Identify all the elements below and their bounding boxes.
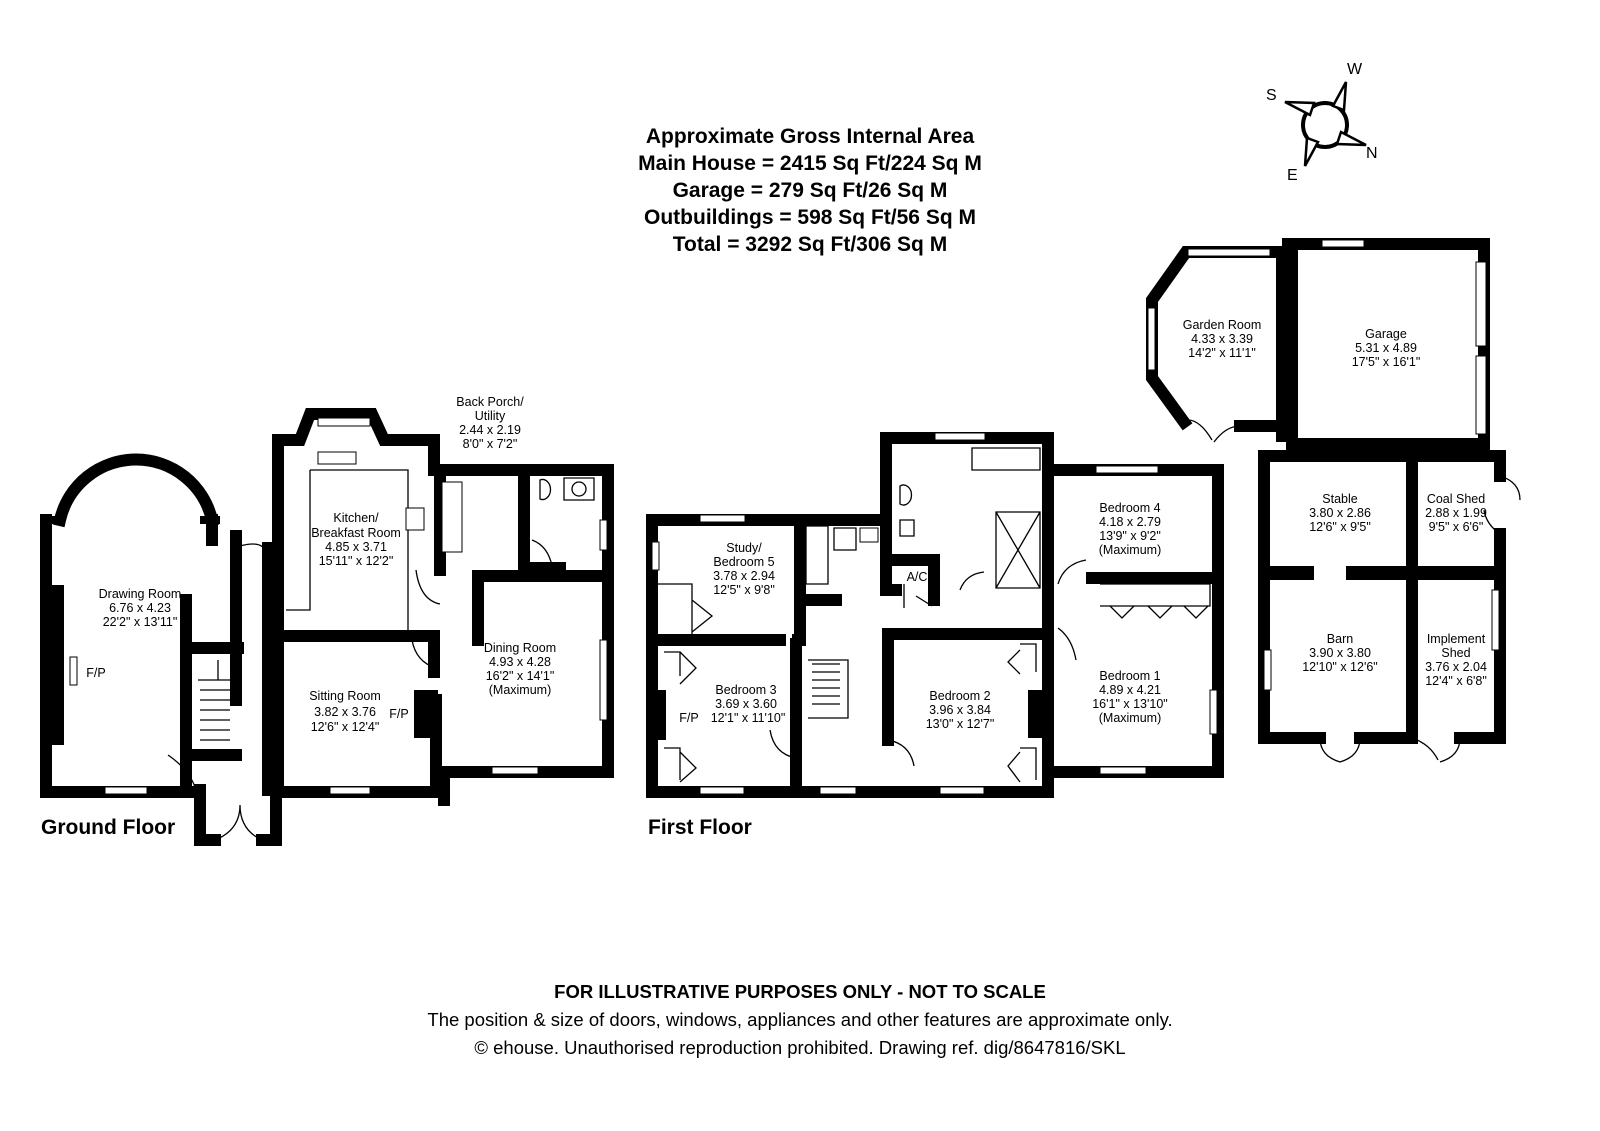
room-bedroom-4: Bedroom 4 4.18 x 2.79 13'9" x 9'2" (Maxi… <box>1099 501 1162 557</box>
room-bedroom-1-imperial: 16'1" x 13'10" <box>1092 697 1168 711</box>
first-floor-label: First Floor <box>648 816 752 839</box>
ground-floor-label: Ground Floor <box>41 816 176 839</box>
area-main-house: Main House = 2415 Sq Ft/224 Sq M <box>638 152 982 175</box>
disclaimer-line-1: The position & size of doors, windows, a… <box>427 1009 1173 1030</box>
room-sitting: Sitting Room 3.82 x 3.76 12'6" x 12'4" F… <box>309 689 409 734</box>
room-garden-name: Garden Room <box>1183 318 1262 332</box>
compass-icon: W N E S <box>1266 61 1378 184</box>
outbuildings-plan <box>1146 238 1521 763</box>
room-sitting-imperial: 12'6" x 12'4" <box>311 720 380 734</box>
room-ac: A/C <box>907 570 928 584</box>
room-barn-metric: 3.90 x 3.80 <box>1309 646 1371 660</box>
room-bedroom-4-metric: 4.18 x 2.79 <box>1099 515 1161 529</box>
room-barn-imperial: 12'10" x 12'6" <box>1302 660 1378 674</box>
room-stable-metric: 3.80 x 2.86 <box>1309 506 1371 520</box>
room-porch-name2: Utility <box>475 409 506 423</box>
room-bedroom-2: Bedroom 2 3.96 x 3.84 13'0" x 12'7" <box>926 689 995 731</box>
room-study-name1: Study/ <box>726 541 762 555</box>
compass-s: S <box>1266 87 1277 104</box>
room-garage-metric: 5.31 x 4.89 <box>1355 341 1417 355</box>
room-bedroom-3-imperial: 12'1" x 11'10" <box>711 711 786 725</box>
room-study-metric: 3.78 x 2.94 <box>713 569 775 583</box>
room-drawing-name: Drawing Room <box>99 587 182 601</box>
room-porch-imperial: 8'0" x 7'2" <box>463 437 518 451</box>
room-stable-imperial: 12'6" x 9'5" <box>1309 520 1371 534</box>
room-bedroom-2-name: Bedroom 2 <box>929 689 990 703</box>
room-barn: Barn 3.90 x 3.80 12'10" x 12'6" <box>1302 632 1378 674</box>
room-stable: Stable 3.80 x 2.86 12'6" x 9'5" <box>1309 492 1371 534</box>
room-drawing-imperial: 22'2" x 13'11" <box>103 615 178 629</box>
room-drawing-fireplace: F/P <box>86 666 105 680</box>
room-bedroom-1-note: (Maximum) <box>1099 711 1162 725</box>
room-bedroom-1-name: Bedroom 1 <box>1099 669 1160 683</box>
area-heading: Approximate Gross Internal Area <box>645 125 975 148</box>
ground-floor-plan <box>40 408 614 846</box>
room-implement-shed: Implement Shed 3.76 x 2.04 12'4" x 6'8" <box>1425 632 1487 688</box>
room-bedroom-1-metric: 4.89 x 4.21 <box>1099 683 1161 697</box>
room-study-imperial: 12'5" x 9'8" <box>713 583 775 597</box>
disclaimer-line-2: © ehouse. Unauthorised reproduction proh… <box>474 1037 1126 1058</box>
room-garage-imperial: 17'5" x 16'1" <box>1352 355 1421 369</box>
room-kitchen-metric: 4.85 x 3.71 <box>325 540 387 554</box>
area-total: Total = 3292 Sq Ft/306 Sq M <box>672 233 948 256</box>
room-bedroom-4-note: (Maximum) <box>1099 543 1162 557</box>
room-kitchen-imperial: 15'11" x 12'2" <box>319 554 394 568</box>
room-bedroom-3-fireplace: F/P <box>679 711 698 725</box>
room-kitchen: Kitchen/ Breakfast Room 4.85 x 3.71 15'1… <box>311 511 401 568</box>
room-garden-metric: 4.33 x 3.39 <box>1191 332 1253 346</box>
room-coal-shed-name: Coal Shed <box>1427 492 1485 506</box>
room-dining-metric: 4.93 x 4.28 <box>489 655 551 669</box>
area-summary: Approximate Gross Internal Area Main Hou… <box>600 123 1020 258</box>
room-garage: Garage 5.31 x 4.89 17'5" x 16'1" <box>1352 327 1421 369</box>
room-study: Study/ Bedroom 5 3.78 x 2.94 12'5" x 9'8… <box>713 541 775 597</box>
room-porch: Back Porch/ Utility 2.44 x 2.19 8'0" x 7… <box>456 395 524 451</box>
room-bedroom-2-imperial: 13'0" x 12'7" <box>926 717 995 731</box>
room-sitting-metric: 3.82 x 3.76 <box>314 705 376 719</box>
compass-e: E <box>1287 167 1298 184</box>
room-kitchen-name1: Kitchen/ <box>333 511 379 525</box>
disclaimer-title: FOR ILLUSTRATIVE PURPOSES ONLY - NOT TO … <box>554 981 1046 1002</box>
room-drawing-metric: 6.76 x 4.23 <box>109 601 171 615</box>
room-dining-note: (Maximum) <box>489 683 552 697</box>
room-implement-metric: 3.76 x 2.04 <box>1425 660 1487 674</box>
room-sitting-fireplace: F/P <box>389 707 408 721</box>
room-implement-name2: Shed <box>1441 646 1470 660</box>
room-bedroom-1: Bedroom 1 4.89 x 4.21 16'1" x 13'10" (Ma… <box>1092 669 1168 725</box>
room-dining: Dining Room 4.93 x 4.28 16'2" x 14'1" (M… <box>484 641 556 697</box>
first-floor-plan <box>646 432 1224 798</box>
room-drawing: Drawing Room 6.76 x 4.23 22'2" x 13'11" … <box>86 587 181 680</box>
room-dining-name: Dining Room <box>484 641 556 655</box>
room-sitting-name: Sitting Room <box>309 689 381 703</box>
room-implement-imperial: 12'4" x 6'8" <box>1425 674 1487 688</box>
room-barn-name: Barn <box>1327 632 1353 646</box>
room-bedroom-3-metric: 3.69 x 3.60 <box>715 697 777 711</box>
room-coal-shed-metric: 2.88 x 1.99 <box>1425 506 1487 520</box>
room-implement-name1: Implement <box>1427 632 1486 646</box>
room-bedroom-3: Bedroom 3 3.69 x 3.60 12'1" x 11'10" F/P <box>679 683 785 725</box>
area-outbuildings: Outbuildings = 598 Sq Ft/56 Sq M <box>644 206 976 229</box>
room-porch-name1: Back Porch/ <box>456 395 524 409</box>
room-bedroom-2-metric: 3.96 x 3.84 <box>929 703 991 717</box>
compass-w: W <box>1347 61 1363 78</box>
room-dining-imperial: 16'2" x 14'1" <box>486 669 555 683</box>
room-coal-shed: Coal Shed 2.88 x 1.99 9'5" x 6'6" <box>1425 492 1487 534</box>
room-coal-shed-imperial: 9'5" x 6'6" <box>1429 520 1484 534</box>
room-study-name2: Bedroom 5 <box>713 555 774 569</box>
room-kitchen-name2: Breakfast Room <box>311 526 401 540</box>
room-bedroom-3-name: Bedroom 3 <box>715 683 776 697</box>
room-bedroom-4-name: Bedroom 4 <box>1099 501 1160 515</box>
room-garden: Garden Room 4.33 x 3.39 14'2" x 11'1" <box>1183 318 1262 360</box>
area-garage: Garage = 279 Sq Ft/26 Sq M <box>672 179 948 202</box>
disclaimer: FOR ILLUSTRATIVE PURPOSES ONLY - NOT TO … <box>0 978 1600 1062</box>
room-garden-imperial: 14'2" x 11'1" <box>1188 346 1256 360</box>
room-stable-name: Stable <box>1322 492 1357 506</box>
compass-n: N <box>1366 145 1378 162</box>
room-garage-name: Garage <box>1365 327 1407 341</box>
room-bedroom-4-imperial: 13'9" x 9'2" <box>1099 529 1161 543</box>
room-porch-metric: 2.44 x 2.19 <box>459 423 521 437</box>
